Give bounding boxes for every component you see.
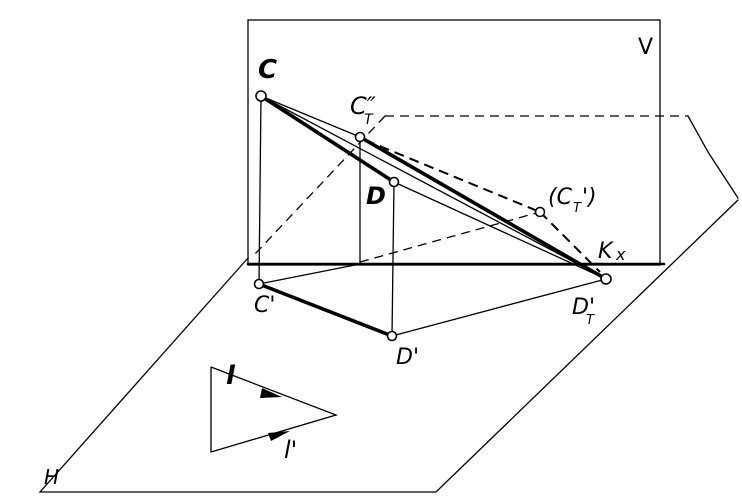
projection-c (258, 95, 262, 285)
label-point-dtprime: D' (572, 295, 595, 320)
line-d-to-kx (393, 181, 607, 280)
dashed-ctprime-to-kx (539, 211, 601, 273)
arrow-lprime-head (268, 431, 290, 441)
dashed-ct-to-ctprime (364, 139, 541, 213)
point-cprime-marker (253, 278, 265, 290)
projection-d (391, 181, 395, 337)
label-point-cprime: C' (254, 293, 275, 318)
label-point-kx-sub: x (615, 245, 626, 264)
label-point-dtprime-sub: T (586, 313, 595, 328)
label-point-dprime: D' (396, 345, 419, 370)
point-d-marker (388, 176, 400, 188)
line-dprime-to-dtprime (391, 278, 607, 337)
point-kx-marker (600, 273, 612, 285)
label-point-kx: K (598, 239, 614, 264)
rotated-plane-right-edge (687, 115, 739, 199)
plane-h-outline (38, 199, 739, 493)
line-c-to-ct (260, 95, 361, 138)
label-point-ct-double: C″ (350, 92, 376, 120)
arrow-l-head (260, 388, 282, 398)
point-ct-marker (354, 131, 366, 143)
label-point-ct-double-sub: T (364, 112, 374, 128)
dashed-h-to-ctprime (359, 211, 541, 263)
label-point-d: D (366, 182, 386, 210)
label-point-c: C (258, 55, 277, 85)
label-vector-lprime: l' (284, 436, 297, 464)
line-c-to-kx (260, 95, 607, 280)
segment-ct-kx (358, 135, 608, 281)
label-ctprime-close: ') (582, 185, 597, 210)
label-plane-v: V (638, 35, 653, 60)
segment-cprime-dprime (257, 282, 394, 338)
plane-v-frame (247, 19, 661, 266)
label-plane-h: H (44, 465, 59, 489)
label-ctprime-sub: T (573, 201, 582, 216)
label-ctprime-open: (C (548, 185, 573, 210)
point-dprime-marker (386, 330, 398, 342)
line-cprime-to-ct-base (258, 263, 361, 285)
label-vector-l: l (226, 361, 236, 391)
point-c-marker (255, 90, 267, 102)
point-ctprime-marker (534, 206, 546, 218)
segment-cd (259, 94, 396, 184)
